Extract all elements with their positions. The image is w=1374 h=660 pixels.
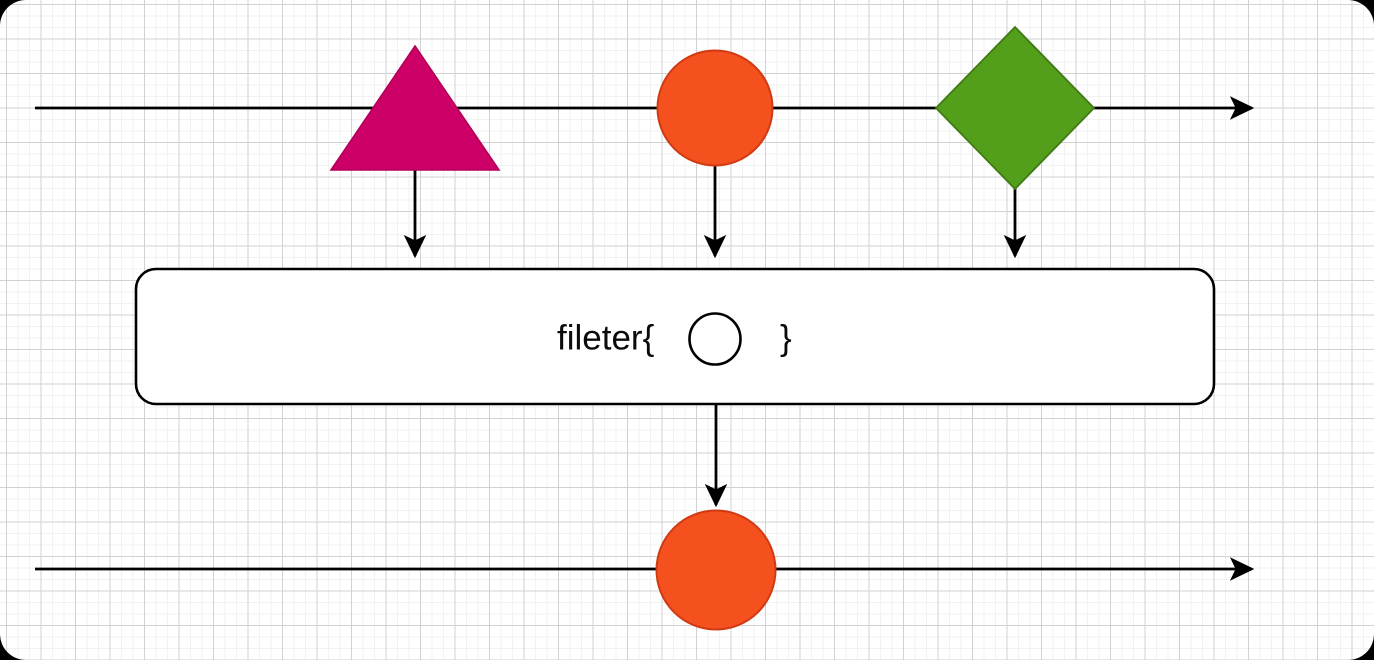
filter-operator[interactable]: fileter{ } (134, 267, 1216, 406)
marble-group-output (655, 509, 777, 631)
diamond-marble[interactable] (934, 25, 1096, 191)
circle-marble-output[interactable] (655, 509, 777, 631)
filter-predicate-circle-icon[interactable] (688, 312, 742, 366)
filter-operator-box[interactable] (134, 267, 1216, 406)
filter-operator-suffix-label: } (780, 318, 792, 357)
triangle-marble[interactable] (329, 44, 501, 171)
connector-group (403, 166, 1027, 508)
marble-group-input (329, 25, 1096, 191)
circle-marble-input[interactable] (656, 49, 774, 167)
filter-operator-prefix-label: fileter{ (557, 318, 655, 357)
